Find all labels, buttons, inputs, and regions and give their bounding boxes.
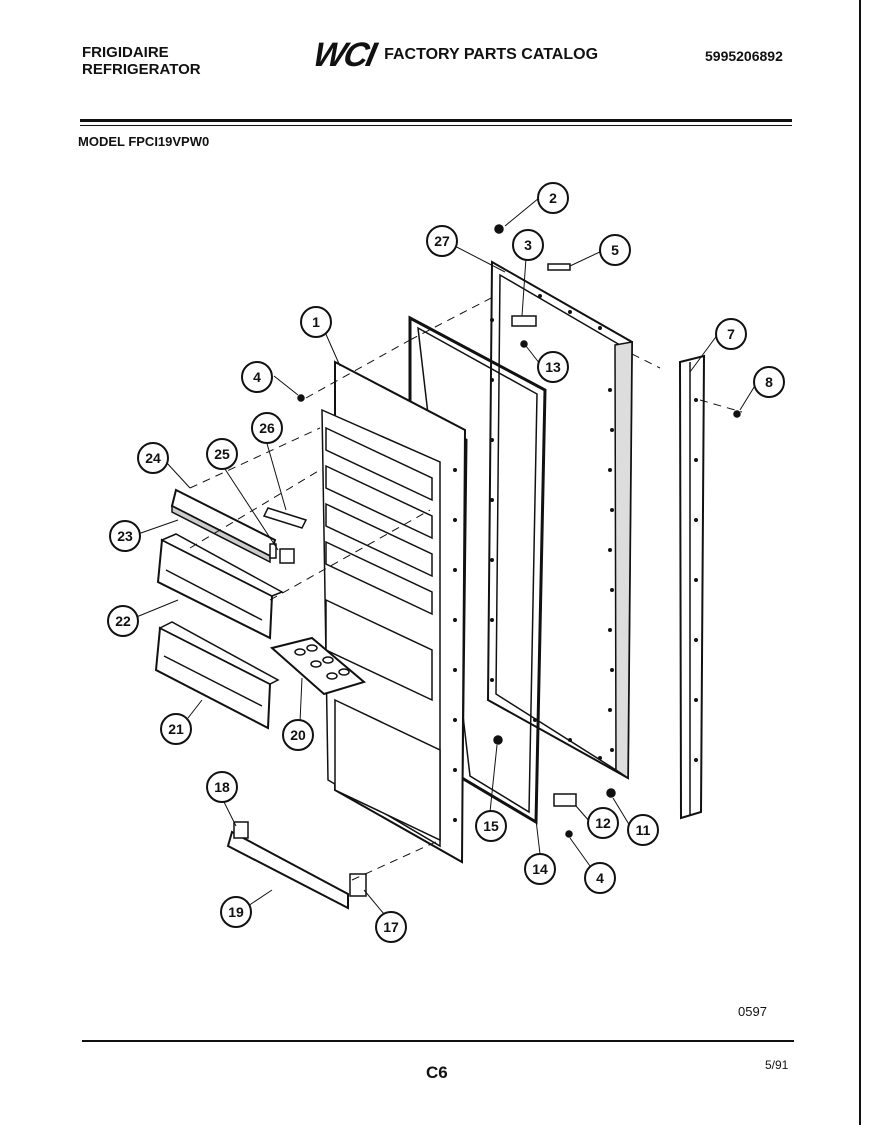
- svg-text:13: 13: [545, 359, 561, 375]
- callout-14: 14: [524, 853, 556, 885]
- header-rule: [80, 119, 792, 122]
- callout-25: 25: [206, 438, 238, 470]
- diagram-code: 0597: [738, 1004, 767, 1019]
- leader-lines: [133, 197, 757, 915]
- header-rule-thin: [80, 125, 792, 126]
- outer-door-panel: [486, 260, 634, 780]
- callout-21: 21: [160, 713, 192, 745]
- callout-15: 15: [475, 810, 507, 842]
- product-type: REFRIGERATOR: [82, 61, 201, 78]
- dairy-door-shelf: [170, 488, 277, 564]
- svg-text:15: 15: [483, 818, 499, 834]
- callout-7: 7: [715, 318, 747, 350]
- svg-text:2: 2: [549, 190, 557, 206]
- callout-27: 27: [426, 225, 458, 257]
- hardware: [297, 224, 741, 838]
- callout-18: 18: [206, 771, 238, 803]
- callout-24: 24: [137, 442, 169, 474]
- svg-text:25: 25: [214, 446, 230, 462]
- liner-shelves: [325, 426, 441, 842]
- callout-20: 20: [282, 719, 314, 751]
- callout-3: 3: [512, 229, 544, 261]
- svg-text:7: 7: [727, 326, 735, 342]
- callout-17: 17: [375, 911, 407, 943]
- alignment-lines: [189, 295, 743, 881]
- svg-text:23: 23: [117, 528, 133, 544]
- brand-name: FRIGIDAIRE: [82, 44, 169, 61]
- callout-labels: 1 2 3 4 5 7 8 11 12 13 14 15 17 18 19 20…: [107, 182, 785, 943]
- panel-screw-holes: [490, 294, 614, 760]
- footer-rule: [82, 1040, 794, 1042]
- shelf-retainer: [262, 507, 308, 529]
- svg-text:4: 4: [253, 369, 261, 385]
- callout-19: 19: [220, 896, 252, 928]
- shelf-end-cap: [279, 548, 295, 564]
- svg-text:17: 17: [383, 919, 399, 935]
- door-bin-lower: [154, 621, 280, 730]
- svg-text:27: 27: [434, 233, 450, 249]
- callout-23: 23: [109, 520, 141, 552]
- svg-text:14: 14: [532, 861, 548, 877]
- hinge-trim-strip: [678, 354, 706, 820]
- svg-text:5: 5: [611, 242, 619, 258]
- svg-text:1: 1: [312, 314, 320, 330]
- callout-8: 8: [753, 366, 785, 398]
- catalog-header: WCI FACTORY PARTS CATALOG: [310, 36, 599, 74]
- svg-text:21: 21: [168, 721, 184, 737]
- callout-1: 1: [300, 306, 332, 338]
- model-number: MODEL FPCI19VPW0: [78, 134, 210, 149]
- callout-5: 5: [599, 234, 631, 266]
- callout-2: 2: [537, 182, 569, 214]
- svg-text:12: 12: [595, 815, 611, 831]
- svg-text:4: 4: [596, 870, 604, 886]
- svg-text:20: 20: [290, 727, 306, 743]
- svg-text:18: 18: [214, 779, 230, 795]
- catalog-title: FACTORY PARTS CATALOG: [384, 46, 599, 63]
- svg-text:8: 8: [765, 374, 773, 390]
- callout-22: 22: [107, 605, 139, 637]
- revision-date: 5/91: [765, 1058, 789, 1072]
- svg-text:24: 24: [145, 450, 161, 466]
- callout-4-right: 4: [584, 862, 616, 894]
- svg-text:22: 22: [115, 613, 131, 629]
- page-code: C6: [426, 1063, 448, 1082]
- callout-11: 11: [627, 814, 659, 846]
- page-border: [859, 0, 861, 1125]
- callout-4-left: 4: [241, 361, 273, 393]
- callout-26: 26: [251, 412, 283, 444]
- door-liner: [321, 360, 467, 864]
- door-handle: [226, 821, 367, 910]
- callout-12: 12: [587, 807, 619, 839]
- svg-text:11: 11: [636, 822, 651, 838]
- svg-text:26: 26: [259, 420, 275, 436]
- callout-13: 13: [537, 351, 569, 383]
- svg-text:19: 19: [228, 904, 244, 920]
- brand-block: FRIGIDAIRE REFRIGERATOR: [82, 44, 201, 78]
- catalog-part-number: 5995206892: [705, 48, 783, 64]
- egg-tray: [269, 636, 367, 696]
- svg-text:3: 3: [524, 237, 532, 253]
- door-bin-upper: [156, 533, 284, 640]
